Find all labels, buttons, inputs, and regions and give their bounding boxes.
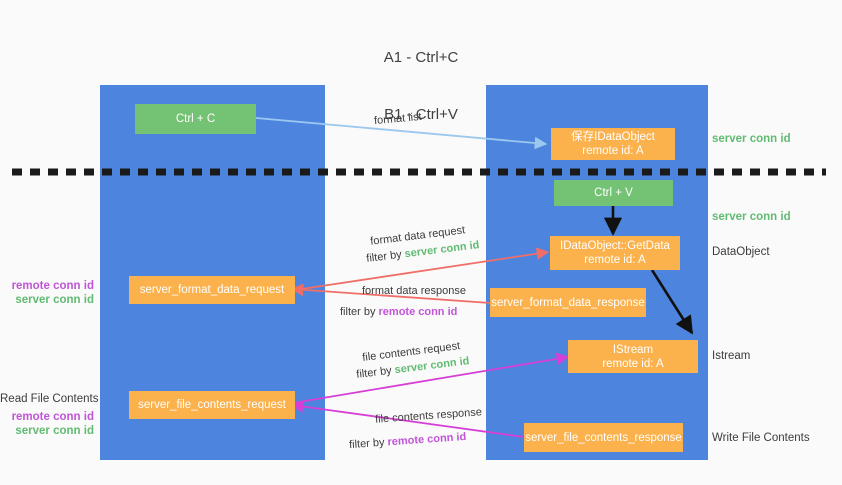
annotation-remote-conn-id-1: remote conn id bbox=[11, 280, 94, 292]
node-server-file-contents-response[interactable]: server_file_contents_response bbox=[524, 423, 683, 452]
annotation-server-conn-id-2: server conn id bbox=[15, 425, 94, 437]
arrow-file-contents-response bbox=[290, 400, 525, 438]
annotation-istream: Istream bbox=[712, 350, 751, 362]
node-istream[interactable]: IStream remote id: A bbox=[568, 340, 698, 373]
filter-key-remote-conn-id-1: remote conn id bbox=[378, 306, 458, 318]
node-server-file-contents-request[interactable]: server_file_contents_request bbox=[129, 391, 295, 419]
arrow-format-list bbox=[255, 117, 548, 150]
node-ctrl-v[interactable]: Ctrl + V bbox=[554, 180, 673, 206]
annotation-dataobject: DataObject bbox=[712, 246, 770, 258]
arrow-format-data-response bbox=[290, 283, 491, 304]
edge-label-format-data-response-filter: filter by remote conn id bbox=[340, 305, 457, 319]
node-server-format-data-response[interactable]: server_format_data_response bbox=[490, 288, 646, 317]
node-dataobject-remote[interactable]: 保存IDataObject remote id: A bbox=[551, 128, 675, 160]
arrow-getdata-to-istream bbox=[650, 269, 694, 335]
annotation-read-file-contents: Read File Contents bbox=[0, 393, 99, 405]
title-line-1: A1 - Ctrl+C bbox=[383, 49, 459, 66]
annotation-server-conn-id-second: server conn id bbox=[712, 211, 791, 223]
filter-prefix-4: filter by bbox=[348, 436, 388, 452]
annotation-remote-conn-id-2: remote conn id bbox=[11, 411, 94, 423]
edge-label-format-data-response: format data response bbox=[362, 285, 466, 297]
annotation-server-conn-id-top: server conn id bbox=[712, 133, 791, 145]
arrow-format-data-request bbox=[294, 247, 550, 291]
page-title: A1 - Ctrl+C B1 - Ctrl+V bbox=[0, 10, 842, 162]
node-server-format-data-request[interactable]: server_format_data_request bbox=[129, 276, 295, 304]
annotation-write-file-contents: Write File Contents bbox=[712, 432, 810, 444]
node-dataobject-getdata[interactable]: IDataObject::GetData remote id: A bbox=[550, 236, 680, 270]
arrow-file-contents-request bbox=[292, 352, 570, 404]
node-ctrl-c[interactable]: Ctrl + C bbox=[135, 104, 256, 134]
filter-prefix-2: filter by bbox=[340, 306, 379, 318]
title-line-2: B1 - Ctrl+V bbox=[384, 106, 458, 123]
annotation-server-conn-id-1: server conn id bbox=[15, 294, 94, 306]
